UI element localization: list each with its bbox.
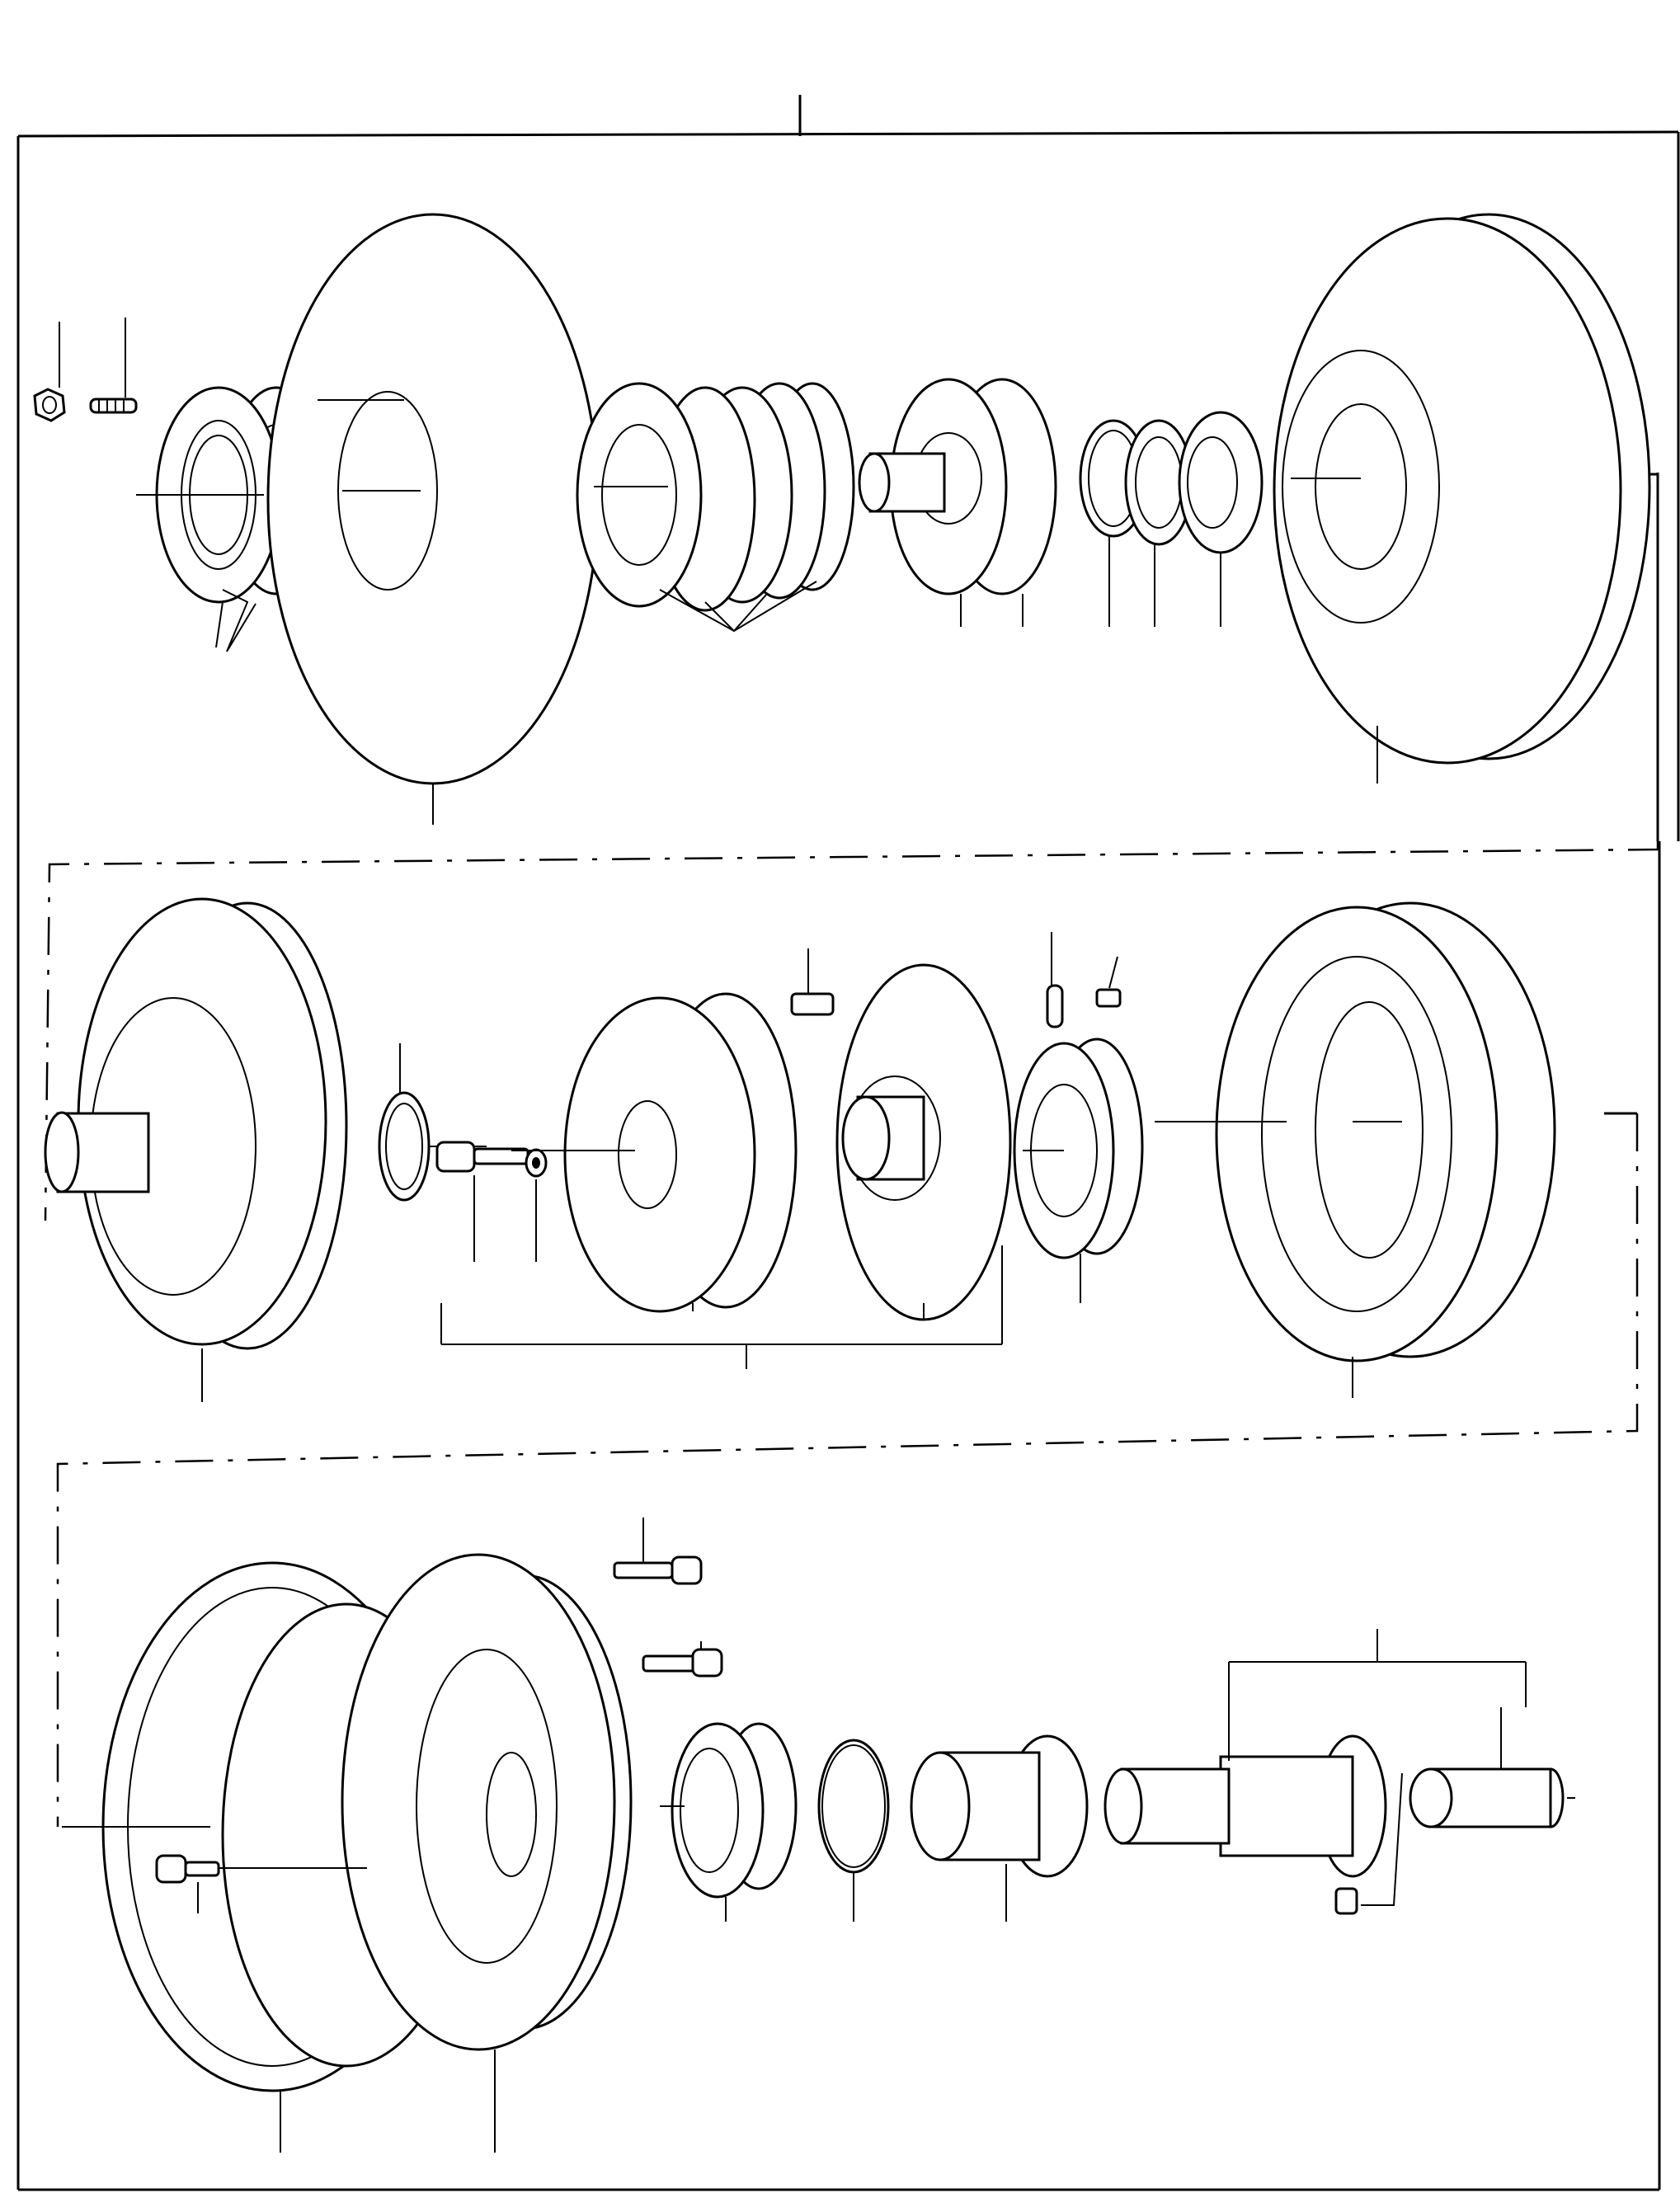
sleeve bbox=[910, 1734, 1089, 1922]
pump-gear bbox=[660, 1722, 798, 1922]
freewheel-hub bbox=[440, 963, 1012, 1369]
upper-panel bbox=[33, 213, 1651, 825]
flange-bolt bbox=[155, 1518, 723, 1913]
output-shaft bbox=[1104, 1629, 1527, 1878]
set-screw bbox=[1334, 1772, 1403, 1915]
pin bbox=[790, 948, 835, 1016]
stator-wheel bbox=[511, 992, 798, 1313]
flex-plate bbox=[266, 213, 600, 825]
middle-panel bbox=[44, 897, 1556, 1402]
pump-housing bbox=[341, 1553, 633, 2153]
snap-ring bbox=[378, 1043, 487, 1202]
o-ring bbox=[817, 1739, 890, 1922]
stud bbox=[89, 318, 138, 414]
clutch-plate-stack bbox=[576, 382, 855, 633]
roll-pin bbox=[1046, 932, 1064, 1028]
freewheel-race bbox=[1013, 1038, 1144, 1303]
hub-flange bbox=[858, 378, 1057, 627]
washer bbox=[525, 1148, 548, 1262]
ball-bearing bbox=[1178, 411, 1264, 627]
cap-screw bbox=[435, 1141, 529, 1262]
lower-panel bbox=[62, 1518, 1575, 2153]
spacer-ring bbox=[1124, 419, 1193, 627]
turbine-wheel bbox=[44, 897, 348, 1402]
spring bbox=[1095, 956, 1122, 1008]
bushing bbox=[1409, 1707, 1575, 1828]
converter-cover bbox=[1273, 213, 1651, 784]
nut bbox=[33, 322, 66, 422]
frame-lines bbox=[16, 95, 1680, 2191]
pump-wheel bbox=[1155, 901, 1556, 1398]
